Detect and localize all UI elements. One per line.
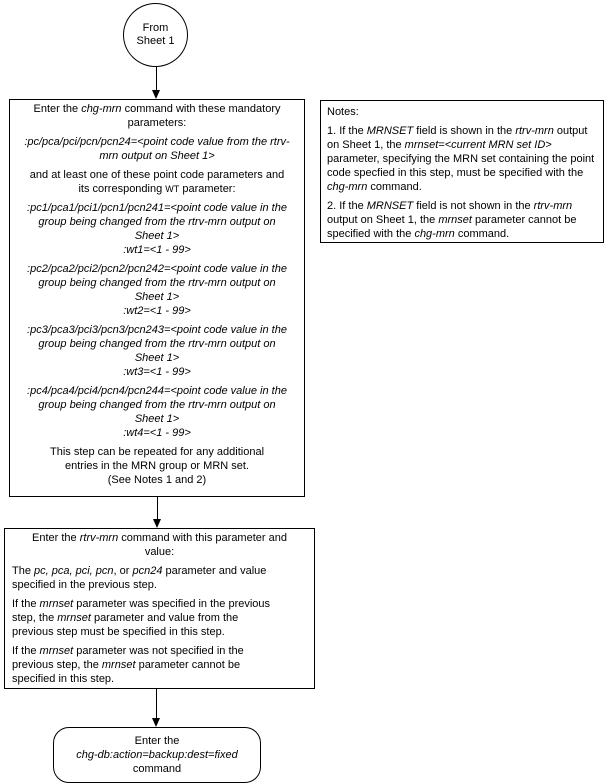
text-segment: chg-mrn [327,181,368,193]
text-segment: The [12,565,35,577]
chg-mrn-see-notes: (See Notes 1 and 2) [12,473,302,487]
chg-mrn-pc1-parameter: :pc1/pca1/pci1/pcn1/pcn241=<point code v… [23,201,291,243]
text-segment: mrnset=<current MRN set ID> [404,139,552,151]
text-segment: :pc1/pca1/pci1/pcn1/pcn241=<point code v… [27,202,287,242]
text-segment: parameter cannot be specified with the [327,214,577,240]
chg-mrn-wt1-parameter: :wt1=<1 - 99> [12,243,302,257]
chg-mrn-point-code-intro: and at least one of these point code par… [30,168,285,196]
text-segment: rtrv-mrn [79,532,119,544]
text-segment: command with these mandatory parameters: [121,103,281,129]
text-segment: mrnset [101,659,136,671]
rtrv-mrn-mrnset-specified: If the mrnset parameter was specified in… [12,597,282,639]
text-segment: output on Sheet 1, the [327,214,439,226]
text-segment: :wt1=<1 - 99> [123,244,191,256]
chg-mrn-mandatory-parameter: :pc/pca/pci/pcn/pcn24=<point code value … [20,135,295,163]
text-segment: command [132,763,182,775]
text-segment: mrnset [39,645,74,657]
text-segment: mrnset [57,612,91,624]
text-segment: mrnset [39,598,74,610]
rtrv-mrn-parameter-line: The pc, pca, pci, pcn, or pcn24 paramete… [12,564,307,592]
text-segment: parameter was specified in the previous … [12,598,271,624]
text-segment: command. [454,228,510,240]
chg-mrn-wt3-parameter: :wt3=<1 - 99> [12,365,302,379]
chg-mrn-wt2-parameter: :wt2=<1 - 99> [12,304,302,318]
text-segment: parameter and value from the previous st… [12,612,239,638]
chg-mrn-pc3-parameter: :pc3/pca3/pci3/pcn3/pcn243=<point code v… [23,323,291,365]
text-segment: rtrv-mrn [533,200,573,212]
backup-line3: command [54,762,260,776]
rtrv-mrn-step-box: Enter the rtrv-mrn command with this par… [4,528,315,689]
text-segment: field is not shown in the [413,200,534,212]
chg-mrn-step-box: Enter the chg-mrn command with these man… [9,99,305,497]
text-segment: , or [113,565,133,577]
text-segment: pc, pca, pci, pcn [34,565,114,577]
flow-line-1 [156,67,157,91]
text-segment: :wt2=<1 - 99> [123,305,191,317]
notes-title: Notes: [327,105,597,119]
text-segment: :wt4=<1 - 99> [123,427,191,439]
text-segment: Notes: [327,106,359,118]
chg-mrn-wt4-parameter: :wt4=<1 - 99> [12,426,302,440]
text-segment: field is shown in the [413,125,516,137]
chg-mrn-repeat-note: This step can be repeated for any additi… [37,445,277,473]
text-segment: MRNSET [366,125,414,137]
arrow-down-icon [151,718,160,727]
text-segment: 1. If the [327,125,367,137]
start-connector: From Sheet 1 [123,3,188,67]
text-segment: :pc2/pca2/pci2/pcn2/pcn242=<point code v… [27,263,287,303]
backup-command-box: Enter the chg-db:action=backup:dest=fixe… [53,727,261,783]
arrow-down-icon [152,519,161,528]
text-segment: If the [12,598,40,610]
text-segment: parameter cannot be specified in this st… [12,659,241,685]
text-segment: parameter and value specified in the pre… [12,565,267,591]
text-segment: If the [12,645,40,657]
chg-mrn-heading: Enter the chg-mrn command with these man… [30,102,285,130]
text-segment: mrnset [438,214,472,226]
chg-mrn-pc2-parameter: :pc2/pca2/pci2/pcn2/pcn242=<point code v… [23,262,291,304]
text-segment: parameter: [179,183,236,195]
text-segment: :pc3/pca3/pci3/pcn3/pcn243=<point code v… [27,324,287,364]
text-segment: command with this parameter and value: [118,532,287,558]
arrow-down-icon [151,90,160,99]
text-segment: Enter the [134,735,180,747]
flow-line-2 [157,497,158,520]
text-segment: Enter the [33,103,82,115]
text-segment: pcn24 [132,565,163,577]
text-segment: WT [165,184,180,194]
text-segment: command. [367,181,422,193]
text-segment: This step can be repeated for any additi… [49,446,265,472]
text-segment: chg-db:action=backup:dest=fixed [76,749,238,761]
notes-box: Notes: 1. If the MRNSET field is shown i… [320,100,604,243]
text-segment: MRNSET [366,200,414,212]
text-segment: rtrv-mrn [515,125,554,137]
flow-line-3 [156,689,157,718]
start-connector-line1: From [142,22,169,34]
text-segment: chg-mrn [81,103,122,115]
text-segment: parameter, specifying the MRN set contai… [327,153,595,179]
text-segment: :pc/pca/pci/pcn/pcn24=<point code value … [24,136,290,162]
text-segment: output on Sheet 1, the [327,125,588,151]
backup-command-text: chg-db:action=backup:dest=fixed [54,748,260,762]
text-segment: 2. If the [327,200,367,212]
chg-mrn-pc4-parameter: :pc4/pca4/pci4/pcn4/pcn244=<point code v… [23,384,291,426]
text-segment: Enter the [32,532,80,544]
text-segment: :pc4/pca4/pci4/pcn4/pcn244=<point code v… [27,385,287,425]
text-segment: chg-mrn [414,228,455,240]
text-segment: parameter was not specified in the previ… [12,645,244,671]
rtrv-mrn-heading: Enter the rtrv-mrn command with this par… [24,531,296,559]
text-segment: :wt3=<1 - 99> [123,366,191,378]
note-2: 2. If the MRNSET field is not shown in t… [327,199,597,241]
text-segment: (See Notes 1 and 2) [107,474,207,486]
rtrv-mrn-mrnset-not-specified: If the mrnset parameter was not specifie… [12,644,282,686]
note-1: 1. If the MRNSET field is shown in the r… [327,124,597,194]
backup-line1: Enter the [54,734,260,748]
start-connector-line2: Sheet 1 [136,35,175,47]
text-segment: and at least one of these point code par… [29,169,285,195]
